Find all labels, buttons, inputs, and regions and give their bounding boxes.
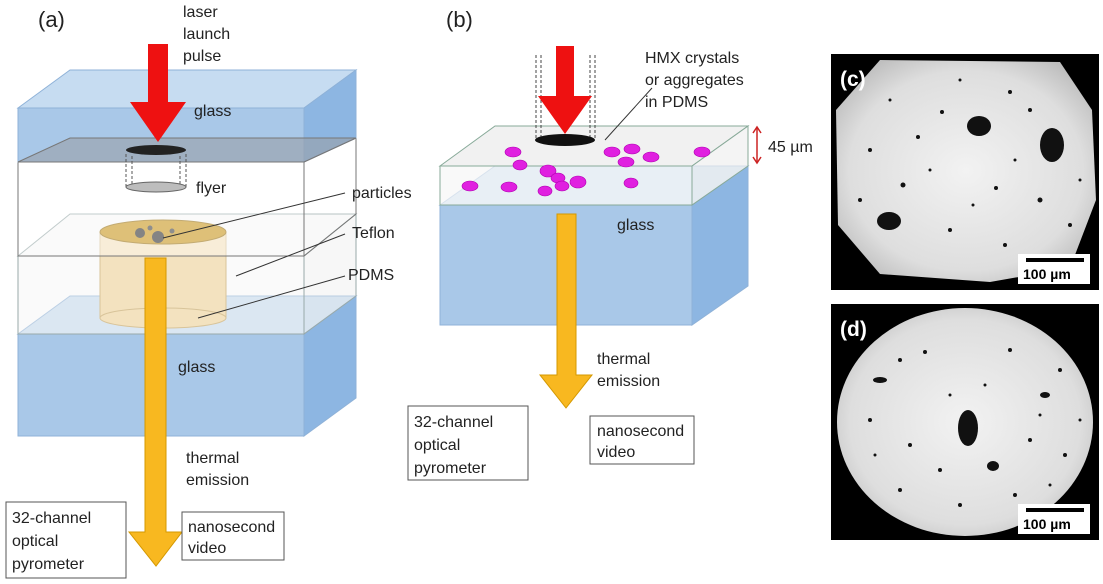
- thermal-label-b-line2: emission: [597, 373, 660, 390]
- video-label-b-line1: nanosecond: [597, 423, 684, 440]
- hmx-particles-c: [858, 78, 1082, 247]
- thermal-label-b-line1: thermal: [597, 351, 650, 368]
- hmx-crystals: [461, 143, 711, 197]
- video-box-b: [589, 415, 695, 465]
- panel-c-micrograph: 100 µm (c): [831, 54, 1099, 290]
- laser-label-line3: pulse: [183, 48, 221, 65]
- video-label-line1: nanosecond: [188, 519, 275, 536]
- callout-lines: [162, 192, 346, 319]
- particle: [135, 228, 145, 238]
- thickness-marker: [752, 125, 762, 165]
- panel-d-label: (d): [840, 318, 867, 341]
- laser-arrow-b: [538, 46, 592, 134]
- pyrometer-box-b: [407, 405, 529, 481]
- thermal-emission-arrow: [127, 257, 184, 567]
- thermal-emission-arrow-b: [538, 213, 594, 409]
- thermal-label-line2: emission: [186, 472, 249, 489]
- panel-d-micrograph: 100 µm (d): [831, 304, 1099, 540]
- particle: [152, 231, 164, 243]
- pyrometer-label-b-line2: optical: [414, 437, 460, 454]
- video-label-line2: video: [188, 540, 226, 557]
- panel-b-label: (b): [446, 7, 473, 32]
- scale-bar-d: [1026, 508, 1084, 512]
- hmx-pdms-layer: [438, 125, 750, 206]
- hmx-label-line2: or aggregates: [645, 72, 744, 89]
- particles-label: particles: [352, 185, 412, 202]
- glass-label-b: glass: [617, 217, 654, 234]
- flyer-disk: [125, 154, 187, 190]
- laser-label-line2: launch: [183, 26, 230, 43]
- panel-b: (b): [407, 7, 813, 481]
- video-box: [181, 511, 285, 561]
- pyrometer-box: [5, 501, 127, 579]
- launch-foil-b: [535, 134, 595, 146]
- panel-c-label: (c): [840, 68, 866, 91]
- glass-bottom-label: glass: [178, 359, 215, 376]
- pdms-label: PDMS: [348, 267, 394, 284]
- panel-a-label: (a): [38, 7, 65, 32]
- scale-label-c: 100 µm: [1023, 266, 1071, 282]
- video-label-b-line2: video: [597, 444, 635, 461]
- hmx-particles-d: [868, 348, 1082, 507]
- panel-a: (a): [5, 4, 412, 579]
- scale-label-d: 100 µm: [1023, 516, 1071, 532]
- scale-bar-c: [1026, 258, 1084, 262]
- thickness-label: 45 µm: [768, 139, 813, 156]
- pyrometer-label-b-line1: 32-channel: [414, 414, 493, 431]
- laser-label-line1: laser: [183, 4, 218, 21]
- pyrometer-label-line1: 32-channel: [12, 510, 91, 527]
- launch-foil: [126, 145, 186, 155]
- flyer-plate: [125, 181, 187, 193]
- teflon-label: Teflon: [352, 225, 395, 242]
- hmx-callout-line: [604, 87, 653, 141]
- pyrometer-label-line2: optical: [12, 533, 58, 550]
- bottom-glass-block: [16, 295, 358, 437]
- flyer-label: flyer: [196, 180, 227, 197]
- pyrometer-label-b-line3: pyrometer: [414, 460, 487, 477]
- laser-arrow: [130, 44, 186, 142]
- thermal-label-line1: thermal: [186, 450, 239, 467]
- top-glass-block: [16, 69, 358, 163]
- glass-top-label: glass: [194, 103, 231, 120]
- particle: [147, 225, 153, 231]
- hmx-label-line3: in PDMS: [645, 94, 708, 111]
- pyrometer-label-line3: pyrometer: [12, 556, 85, 573]
- hmx-label-line1: HMX crystals: [645, 50, 739, 67]
- particle: [169, 228, 175, 234]
